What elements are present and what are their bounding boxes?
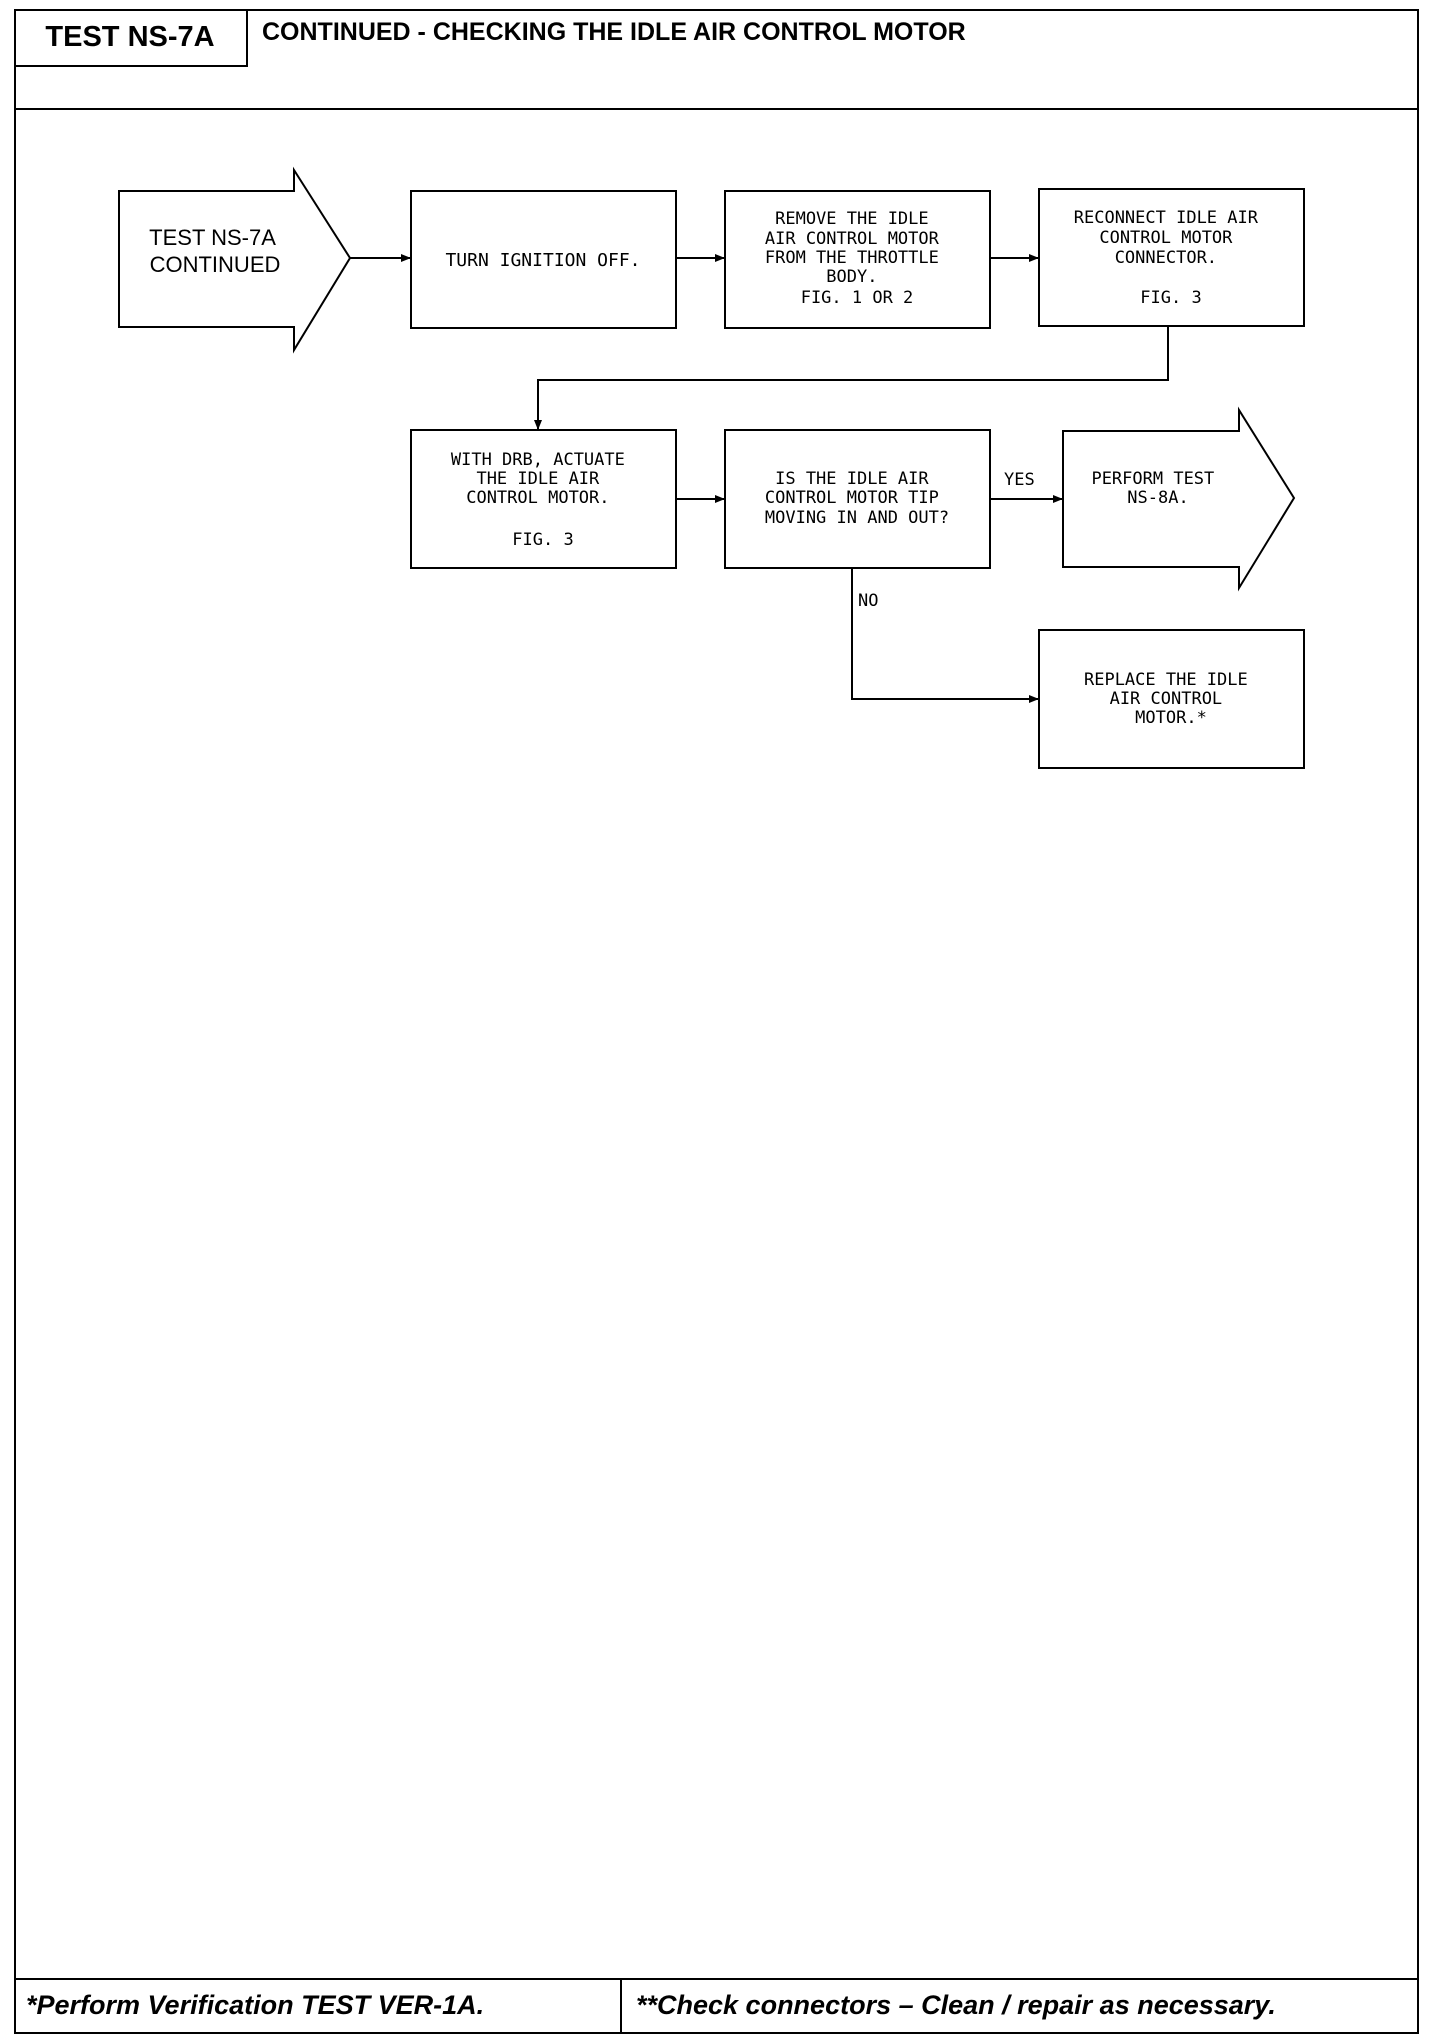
decision-motor-tip-moving: IS THE IDLE AIR CONTROL MOTOR TIP MOVING… bbox=[724, 429, 991, 569]
page-title: CONTINUED - CHECKING THE IDLE AIR CONTRO… bbox=[262, 18, 966, 46]
svg-text:IS THE IDLE AIR CONTROL: IS THE IDLE AIR CONTROL MOTOR TIP MOVING… bbox=[765, 469, 949, 528]
connector-reconnect-to-actuate bbox=[534, 326, 1169, 430]
footer-connector-note: **Check connectors – Clean / repair as n… bbox=[636, 1990, 1276, 2020]
yes-result-perform-test: PERFORM TEST NS-8A. bbox=[1091, 469, 1224, 508]
connector-decision-no bbox=[851, 568, 1039, 703]
step-remove-motor: REMOVE THE IDLE AIR CONTROL MOTOR FROM T… bbox=[724, 190, 991, 329]
svg-text:TURN IGNITION OFF.: TURN IGNITION OFF. bbox=[445, 250, 640, 271]
step-actuate-motor: WITH DRB, ACTUATE THE IDLE AIR CONTROL M… bbox=[410, 429, 677, 569]
no-result-replace-motor: REPLACE THE IDLE AIR CONTROL MOTOR.* bbox=[1038, 629, 1305, 769]
step-turn-ignition-off: TURN IGNITION OFF. bbox=[410, 190, 677, 329]
start-arrow-shape bbox=[118, 166, 352, 354]
footer-divider bbox=[14, 1978, 1419, 1980]
footer-verification-note: *Perform Verification TEST VER-1A. bbox=[26, 1990, 485, 2020]
no-label: NO bbox=[858, 591, 878, 611]
step-reconnect-connector: RECONNECT IDLE AIR CONTROL MOTOR CONNECT… bbox=[1038, 188, 1305, 327]
yes-result-arrow-shape bbox=[1062, 406, 1296, 592]
yes-label: YES bbox=[1004, 470, 1035, 490]
page-frame bbox=[14, 9, 1419, 2034]
test-id-title: TEST NS-7A bbox=[14, 9, 248, 67]
svg-text:WITH DRB, ACTUATE THE ID: WITH DRB, ACTUATE THE IDLE AIR CONTROL M… bbox=[451, 450, 635, 550]
svg-text:REMOVE THE IDLE AIR CONT: REMOVE THE IDLE AIR CONTROL MOTOR FROM T… bbox=[765, 209, 949, 308]
svg-text:PERFORM TEST NS-8A.: PERFORM TEST NS-8A. bbox=[1091, 469, 1224, 508]
footer-column-divider bbox=[620, 1978, 622, 2034]
header-divider bbox=[14, 108, 1419, 110]
start-label: TEST NS-7A CONTINUED bbox=[149, 225, 281, 277]
svg-text:RECONNECT IDLE AIR CONTR: RECONNECT IDLE AIR CONTROL MOTOR CONNECT… bbox=[1074, 208, 1268, 308]
svg-text:REPLACE THE IDLE AIR CON: REPLACE THE IDLE AIR CONTROL MOTOR.* bbox=[1084, 670, 1258, 728]
